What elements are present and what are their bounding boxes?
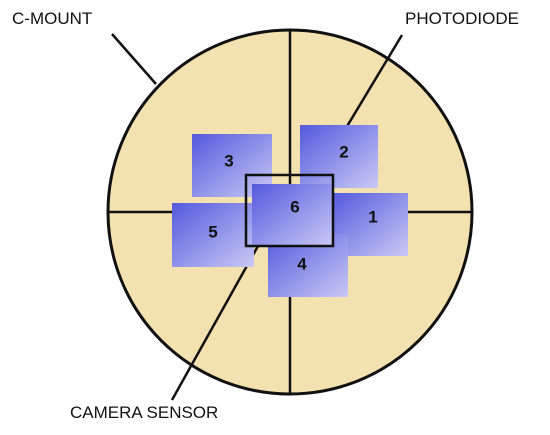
camera-sensor-leader [170,245,260,401]
tile-label-1: 1 [368,207,377,226]
tile-label-5: 5 [208,222,217,241]
camera-sensor-label: CAMERA SENSOR [70,403,219,422]
photodiode-label: PHOTODIODE [405,9,519,28]
photodiode-leader [344,34,404,129]
tile-label-6: 6 [290,197,299,216]
photodiode-tile-6: 6 [252,184,332,246]
camera-sensor-frame [244,173,335,248]
photodiode-tile-2: 2 [300,125,378,188]
tile-label-4: 4 [297,254,307,273]
c-mount-leader [111,33,157,85]
photodiode-tile-5: 5 [172,203,254,267]
tile-label-3: 3 [224,151,233,170]
tile-label-2: 2 [339,142,348,161]
c-mount-label: C-MOUNT [12,9,93,28]
